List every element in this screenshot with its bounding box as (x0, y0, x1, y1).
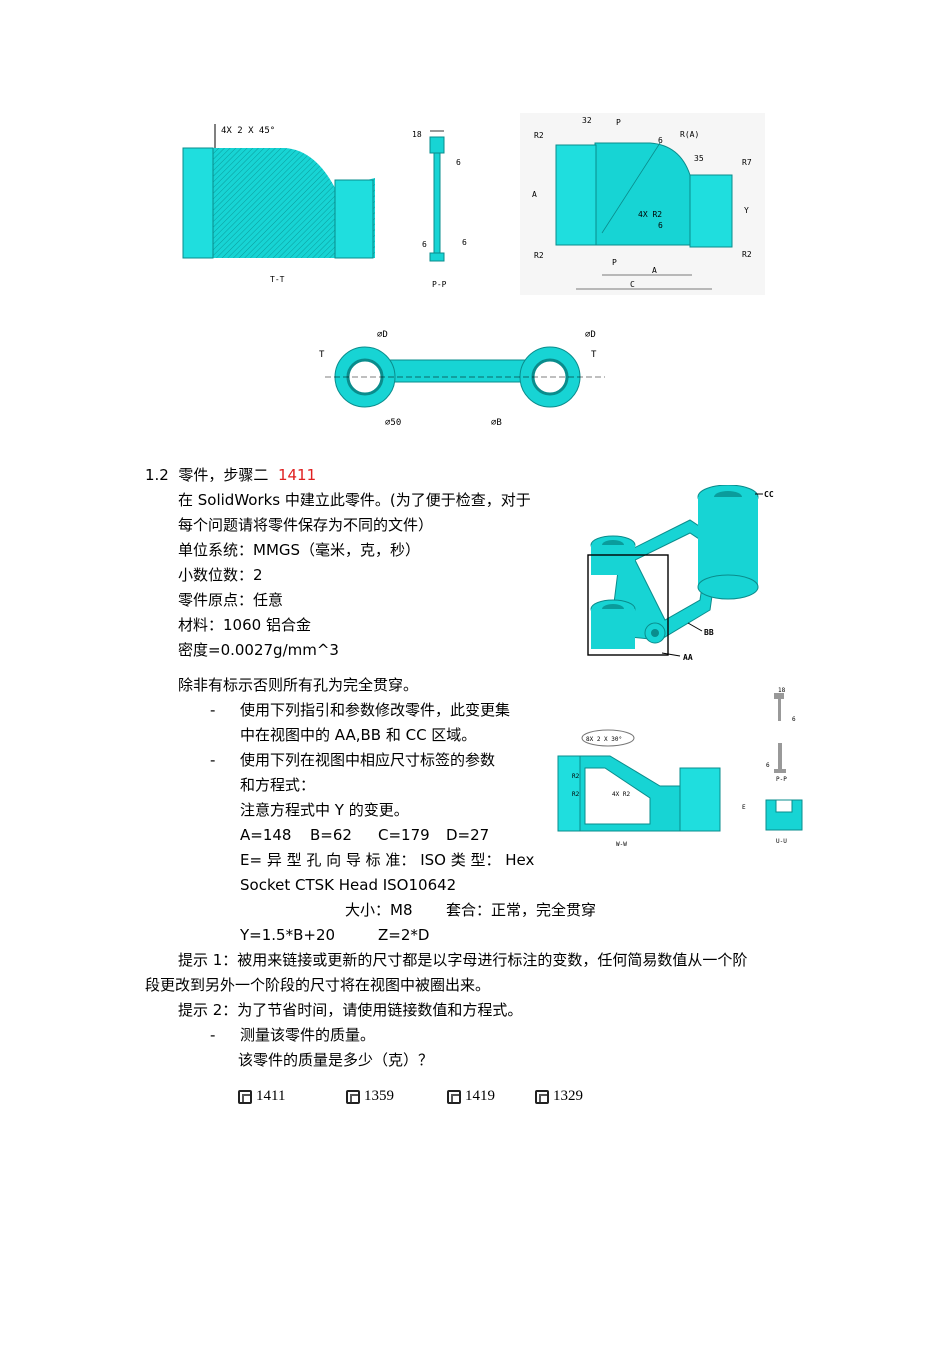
material: 材料：1060 铝合金 (178, 616, 311, 634)
section-view-tt: 4X 2 X 45° T-T (182, 124, 375, 284)
paragraph: 在 SolidWorks 中建立此零件。(为了便于检查，对于 (178, 491, 531, 509)
radio-icon[interactable] (447, 1089, 461, 1104)
chamfer-note: 4X 2 X 45° (221, 126, 275, 136)
hint-1: 提示 1：被用来链接或更新的尺寸都是以字母进行标注的变数，任何简易数值从一个阶 (178, 951, 748, 969)
front-view: R2 R2 32 P 6 R(A) 35 R7 A Y 4X R2 6 R2 P… (520, 113, 765, 295)
section-title: 零件，步骤二 (178, 466, 269, 484)
dim-p: P (616, 118, 621, 127)
pp-dim-6: 6 (456, 158, 461, 167)
decimal-places: 小数位数：2 (178, 566, 263, 584)
dim-p: P (612, 258, 617, 267)
dim-32: 32 (582, 116, 592, 125)
hint-2: 提示 2：为了节省时间，请使用链接数值和方程式。 (178, 1001, 523, 1019)
section-marker-t: T (319, 350, 325, 360)
section-label-ww: W-W (616, 841, 627, 848)
holes-note: 除非有标示否则所有孔为完全贯穿。 (178, 676, 419, 694)
section-label-uu: U-U (776, 838, 787, 845)
dim-r-a: R(A) (680, 130, 699, 139)
section-answer: 1411 (277, 466, 317, 484)
dim-35: 35 (694, 154, 704, 163)
dim-dia-50: ∅50 (385, 418, 401, 428)
measure-mass: 测量该零件的质量。 (240, 1026, 376, 1044)
option-1419[interactable]: 1419 (447, 1088, 495, 1105)
bullet-text: 使用下列指引和参数修改零件，此变更集 (240, 701, 511, 719)
equation-z: Z=2*D (378, 926, 430, 944)
r2-label: R2 (572, 773, 580, 780)
paragraph: 每个问题请将零件保存为不同的文件） (178, 516, 434, 534)
unit-system: 单位系统：MMGS（毫米，克，秒） (178, 541, 421, 559)
option-1329[interactable]: 1329 (535, 1088, 583, 1105)
label-cc: CC (764, 490, 774, 499)
dim-y: Y (744, 206, 749, 215)
dim-dia-d: ∅D (585, 330, 596, 340)
option-label: 1419 (465, 1088, 495, 1104)
dim-a: A (652, 266, 657, 275)
top-view: ∅D ∅D T T ∅50 ∅B (319, 330, 605, 428)
dim-18: 18 (778, 687, 786, 694)
radio-icon[interactable] (346, 1089, 360, 1104)
radio-icon[interactable] (535, 1089, 549, 1104)
e-label: E (742, 804, 746, 811)
radio-icon[interactable] (238, 1089, 252, 1104)
bullet-text: 使用下列在视图中相应尺寸标签的参数 (240, 751, 496, 769)
dim-dia-b: ∅B (491, 418, 502, 428)
bullet-dash: - (210, 751, 216, 769)
circled-note: 8X 2 X 30° (586, 736, 622, 743)
label-aa: AA (683, 653, 693, 662)
bullet-dash: - (210, 1026, 216, 1044)
param-e: E= 异 型 孔 向 导 标 准： ISO 类 型： Hex (240, 851, 535, 869)
option-label: 1329 (553, 1088, 583, 1104)
label-bb: BB (704, 628, 714, 637)
param-a: A=148 (240, 826, 292, 844)
dim-6: 6 (658, 221, 663, 230)
param-b: B=62 (310, 826, 352, 844)
dim-6: 6 (766, 762, 770, 769)
option-label: 1359 (364, 1088, 394, 1104)
r2-label: R2 (534, 251, 544, 260)
param-c: C=179 (378, 826, 430, 844)
dim-c: C (630, 280, 635, 289)
param-d: D=27 (446, 826, 490, 844)
dim-6: 6 (658, 136, 663, 145)
answer-options: 1411 1359 1419 1329 (238, 1088, 598, 1108)
dim-a: A (532, 190, 537, 199)
bullet-text: 和方程式： (240, 776, 316, 794)
small-view-column: 18 6 6 P-P E U-U (742, 687, 803, 845)
r2-label: R2 (572, 791, 580, 798)
pp-dim-6: 6 (422, 240, 427, 249)
fillet-note: 4X R2 (638, 210, 662, 219)
option-1411[interactable]: 1411 (238, 1088, 285, 1105)
option-label: 1411 (256, 1088, 286, 1104)
question: 该零件的质量是多少（克）？ (238, 1051, 434, 1069)
isometric-part: CC BB AA (587, 485, 774, 662)
r2-label: R2 (534, 131, 544, 140)
param-fit: 套合：正常，完全贯穿 (446, 901, 597, 919)
param-e-type: Socket CTSK Head ISO10642 (240, 876, 457, 894)
section-number: 1.2 (145, 466, 169, 484)
section-label-pp: P-P (432, 280, 447, 289)
pp-dim-18: 18 (412, 130, 422, 139)
bullet-dash: - (210, 701, 216, 719)
section-label-pp: P-P (776, 776, 787, 783)
section-heading: 1.2 零件，步骤二 1411 (145, 463, 316, 488)
section-label-tt: T-T (270, 275, 285, 284)
section-marker-t: T (591, 350, 597, 360)
bullet-text: 中在视图中的 AA,BB 和 CC 区域。 (240, 726, 477, 744)
part-origin: 零件原点：任意 (178, 591, 284, 609)
option-1359[interactable]: 1359 (346, 1088, 394, 1105)
section-view-ww: 8X 2 X 30° R2 R2 4X R2 W-W (557, 729, 721, 848)
param-size: 大小：M8 (345, 901, 413, 919)
r7-label: R7 (742, 158, 752, 167)
density: 密度=0.0027g/mm^3 (178, 641, 339, 659)
equation-y: Y=1.5*B+20 (240, 926, 336, 944)
section-view-pp: 18 6 6 6 P-P (412, 130, 467, 289)
pp-dim-6: 6 (462, 238, 467, 247)
y-change-note: 注意方程式中 Y 的变更。 (240, 801, 409, 819)
fillet-note: 4X R2 (612, 791, 630, 798)
dim-dia-d: ∅D (377, 330, 388, 340)
r2-label: R2 (742, 250, 752, 259)
hint-1-cont: 段更改到另外一个阶段的尺寸将在视图中被圈出来。 (145, 976, 491, 994)
dim-6: 6 (792, 716, 796, 723)
